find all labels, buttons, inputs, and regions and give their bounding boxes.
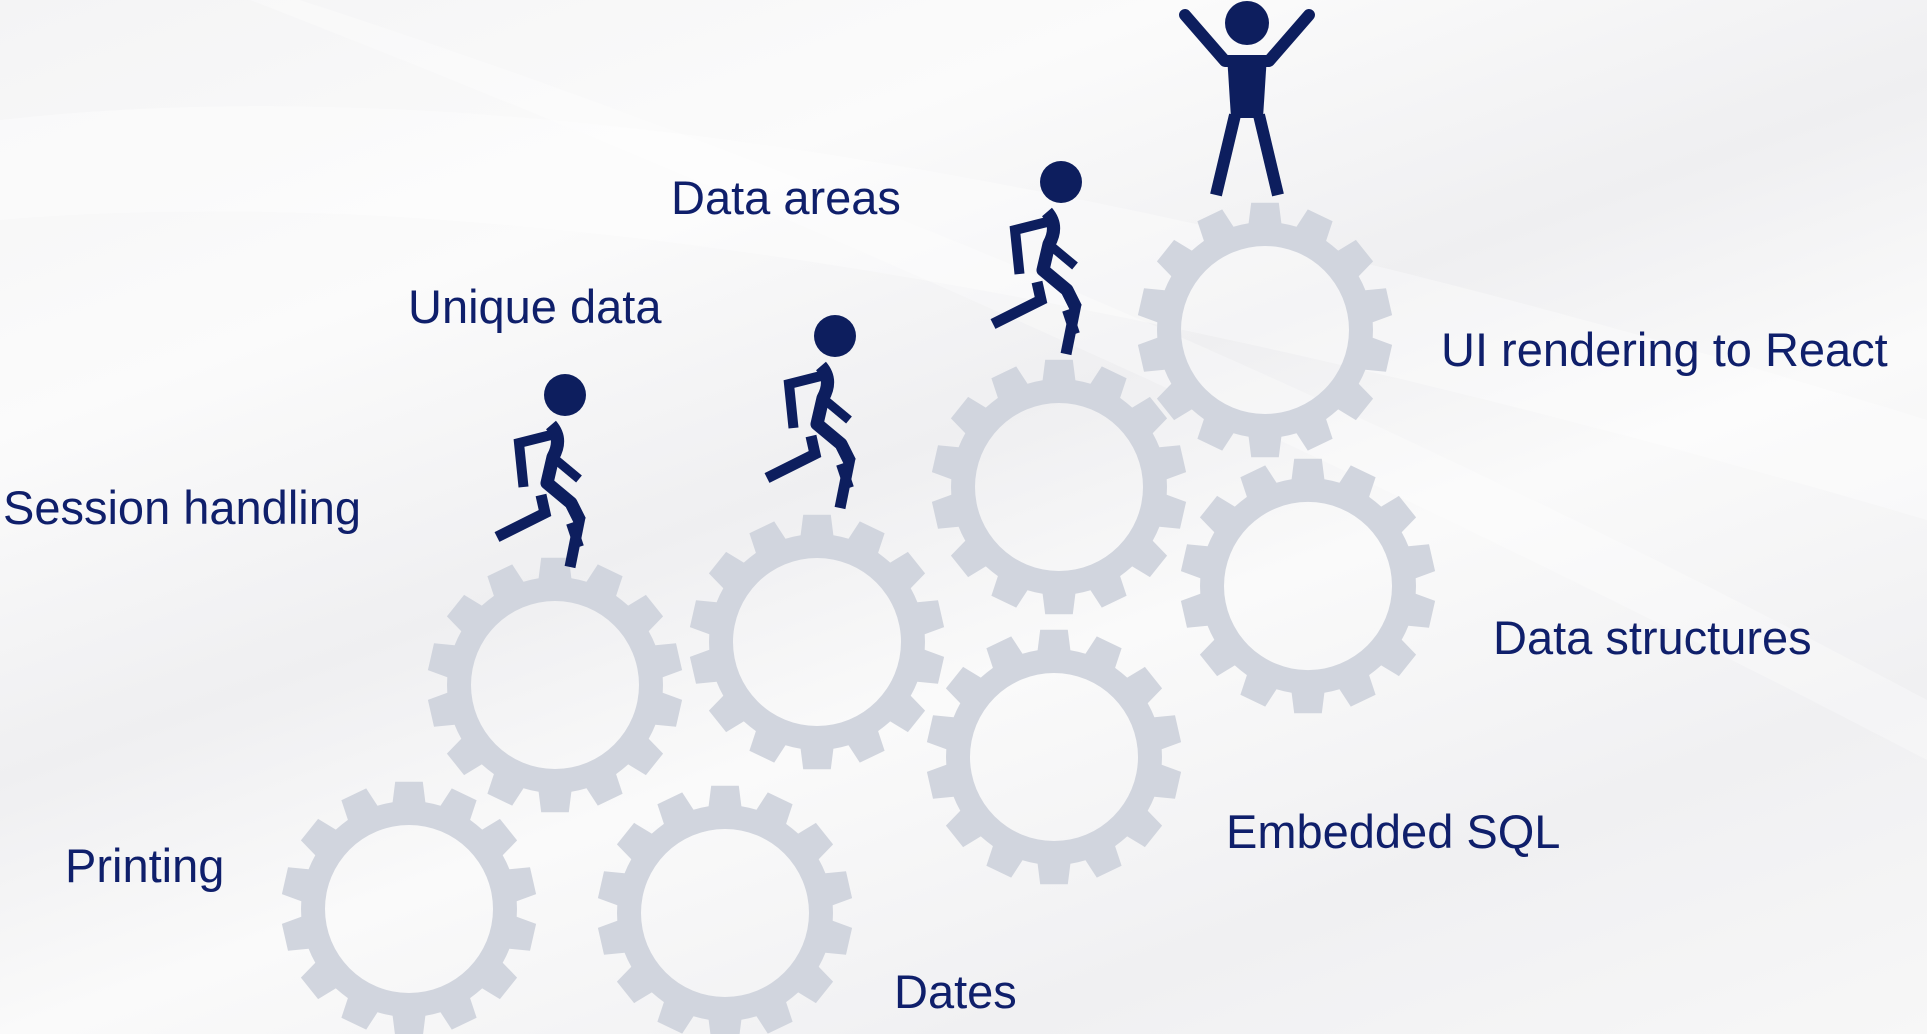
running-person-icon [764,315,856,510]
gear-icon [1180,458,1436,714]
label-ui-rendering: UI rendering to React [1441,323,1888,376]
gear-icon [597,785,853,1034]
label-dates: Dates [894,965,1017,1018]
label-embedded-sql: Embedded SQL [1226,805,1561,858]
label-session-handling: Session handling [3,481,361,534]
running-person-icon [990,161,1082,356]
gear-icon [931,359,1187,615]
person-arms-raised-icon [1179,1,1315,197]
label-printing: Printing [65,839,225,892]
gear-icon [689,514,945,770]
gear-icon [926,629,1182,885]
gear-icon [427,557,683,813]
label-unique-data: Unique data [408,280,662,333]
running-person-icon [494,374,586,569]
gear-icon [281,781,537,1034]
gear-icon [1137,202,1393,458]
label-data-structures: Data structures [1493,611,1812,664]
label-data-areas: Data areas [671,171,901,224]
